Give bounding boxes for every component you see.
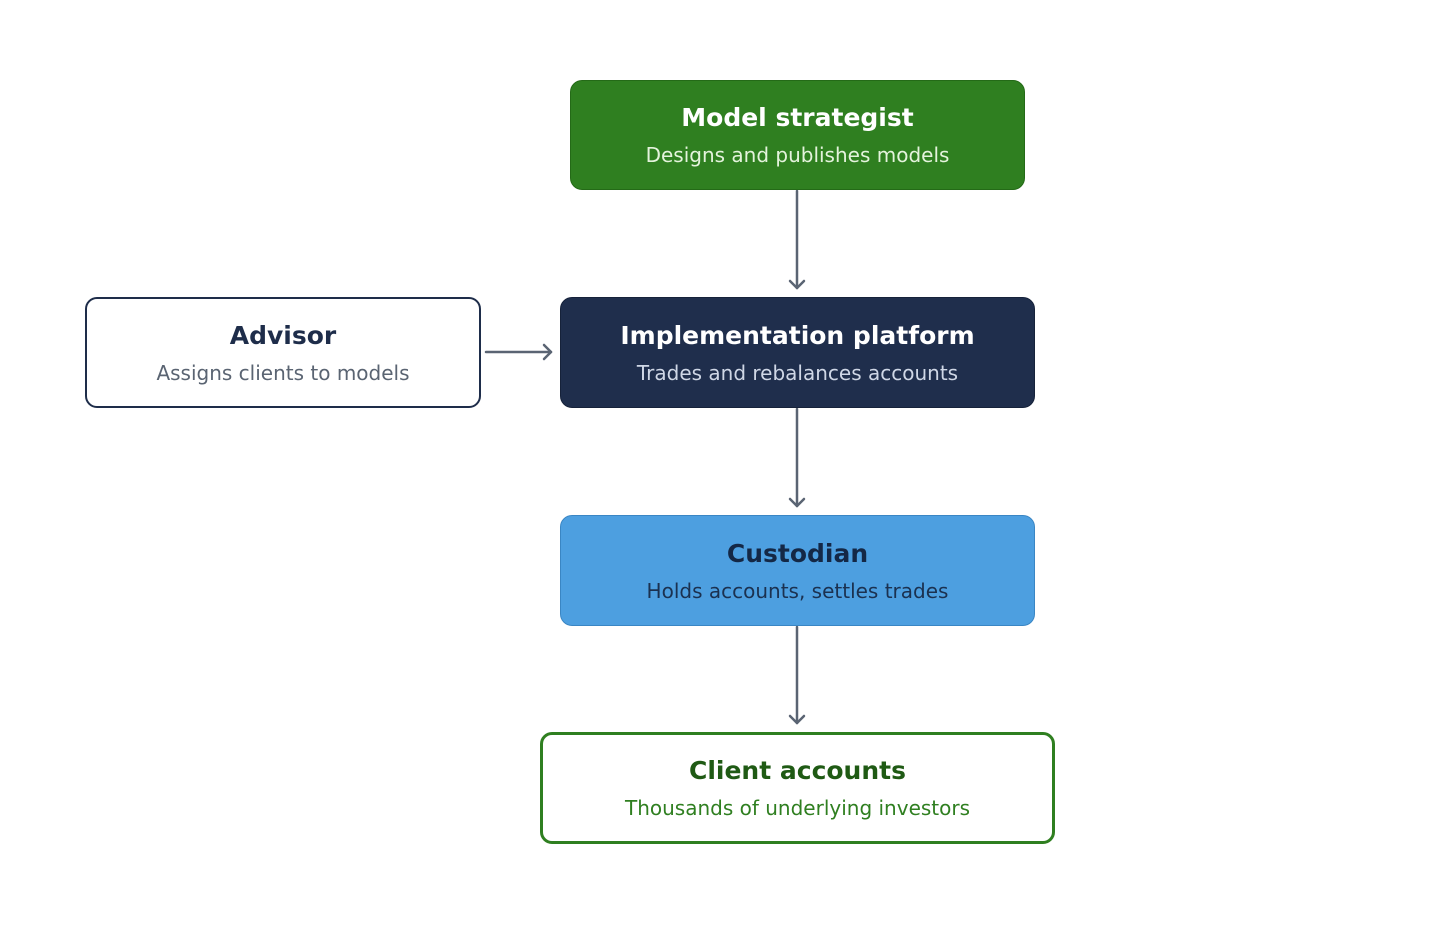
node-advisor: Advisor Assigns clients to models: [85, 297, 481, 408]
arrow-custodian-to-clients: [788, 625, 806, 725]
node-title: Implementation platform: [620, 320, 975, 350]
node-title: Custodian: [726, 538, 869, 568]
node-client-accounts: Client accounts Thousands of underlying …: [540, 732, 1055, 844]
node-title: Client accounts: [688, 756, 906, 785]
arrow-strategist-to-platform: [788, 189, 806, 290]
node-subtitle: Thousands of underlying investors: [624, 796, 971, 820]
node-subtitle: Holds accounts, settles trades: [646, 578, 949, 603]
node-title: Model strategist: [681, 103, 914, 132]
arrow-platform-to-custodian: [788, 407, 806, 508]
node-implementation-platform: Implementation platform Trades and rebal…: [560, 297, 1035, 408]
node-model-strategist: Model strategist Designs and publishes m…: [570, 80, 1025, 190]
node-subtitle: Assigns clients to models: [156, 360, 410, 385]
node-title: Advisor: [229, 320, 337, 350]
node-subtitle: Trades and rebalances accounts: [636, 360, 959, 385]
node-custodian: Custodian Holds accounts, settles trades: [560, 515, 1035, 626]
arrow-advisor-to-platform: [484, 343, 553, 361]
node-subtitle: Designs and publishes models: [645, 143, 950, 167]
